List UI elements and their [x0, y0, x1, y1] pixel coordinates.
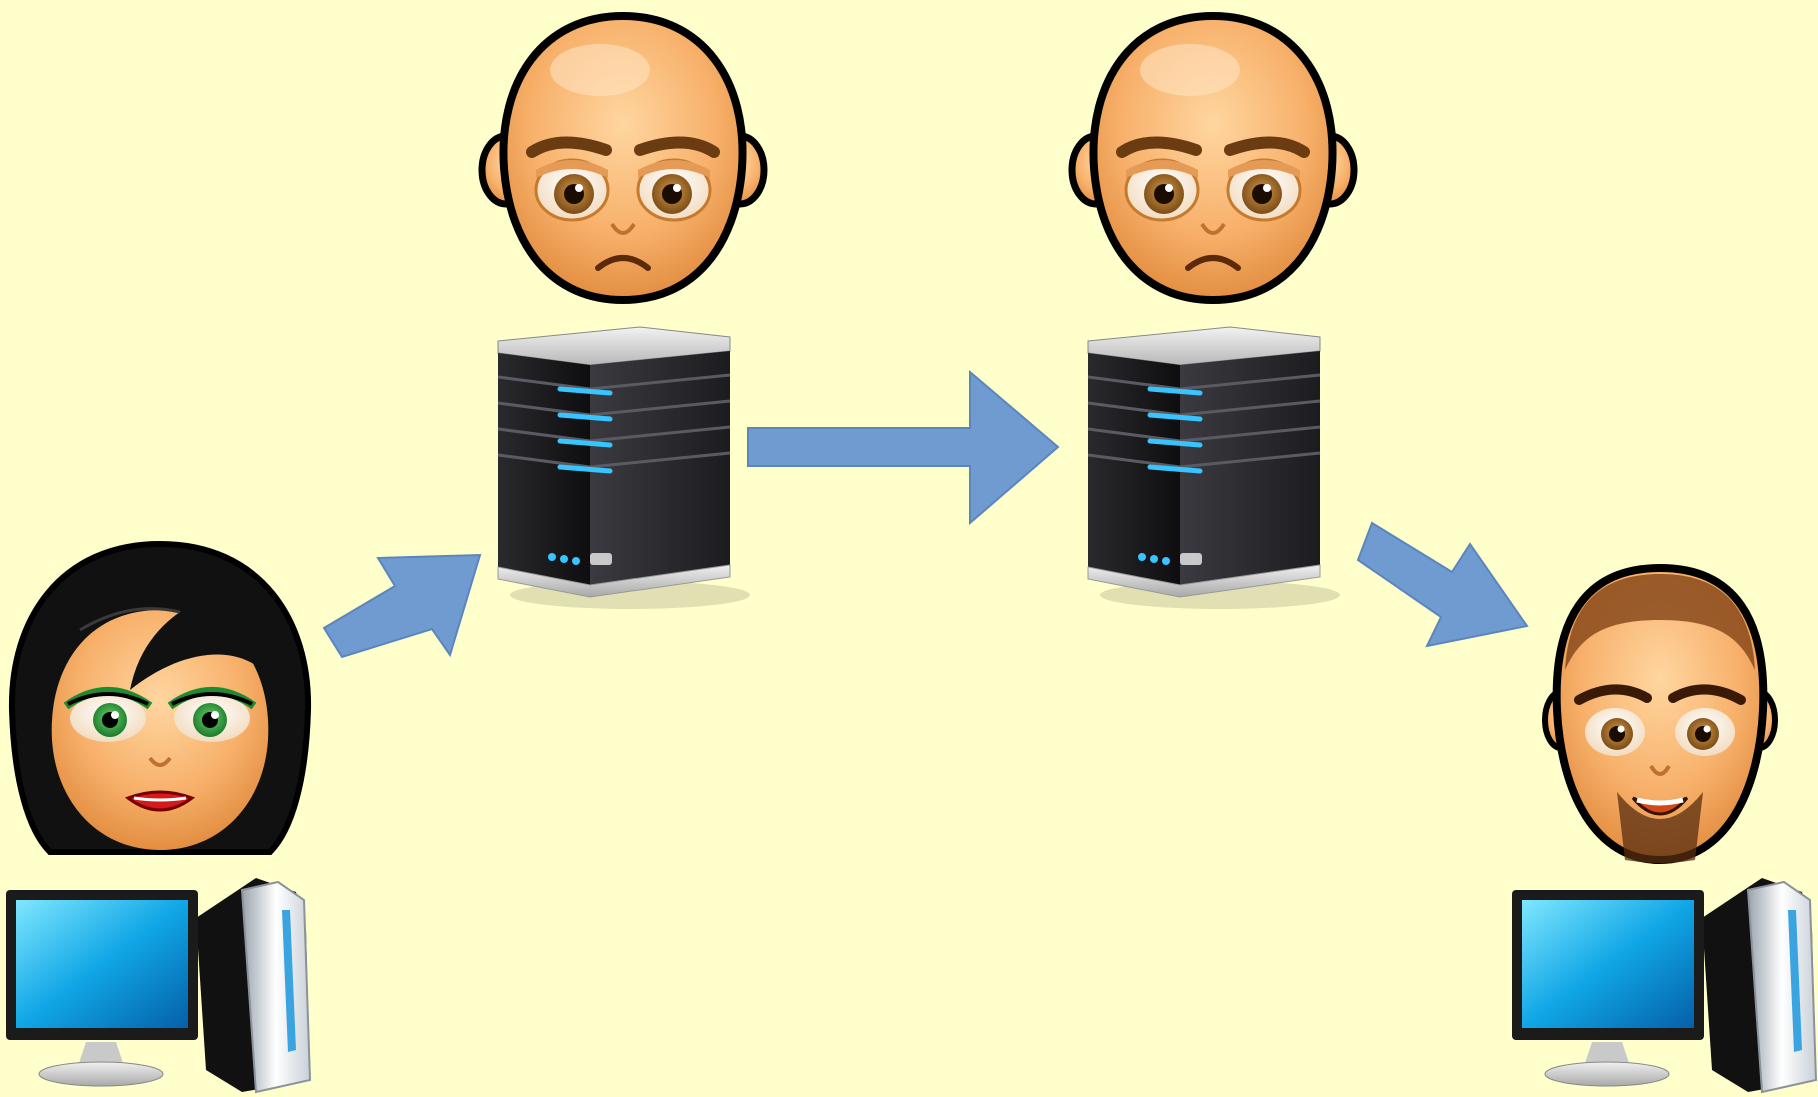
- sender-computer-icon: [6, 870, 316, 1095]
- recipient-face-icon: [1542, 560, 1778, 870]
- server-1-operator-face-icon: [478, 10, 768, 310]
- sender-face-icon: [8, 540, 312, 860]
- server-1-tower-icon: [490, 315, 760, 615]
- server-2-tower-icon: [1080, 315, 1350, 615]
- server-2-operator-face-icon: [1068, 10, 1358, 310]
- arrow-server-2-to-recipient: [1356, 521, 1529, 648]
- arrow-sender-to-server-1: [322, 553, 482, 659]
- arrow-server-1-to-server-2: [747, 369, 1060, 526]
- recipient-computer-icon: [1512, 870, 1818, 1095]
